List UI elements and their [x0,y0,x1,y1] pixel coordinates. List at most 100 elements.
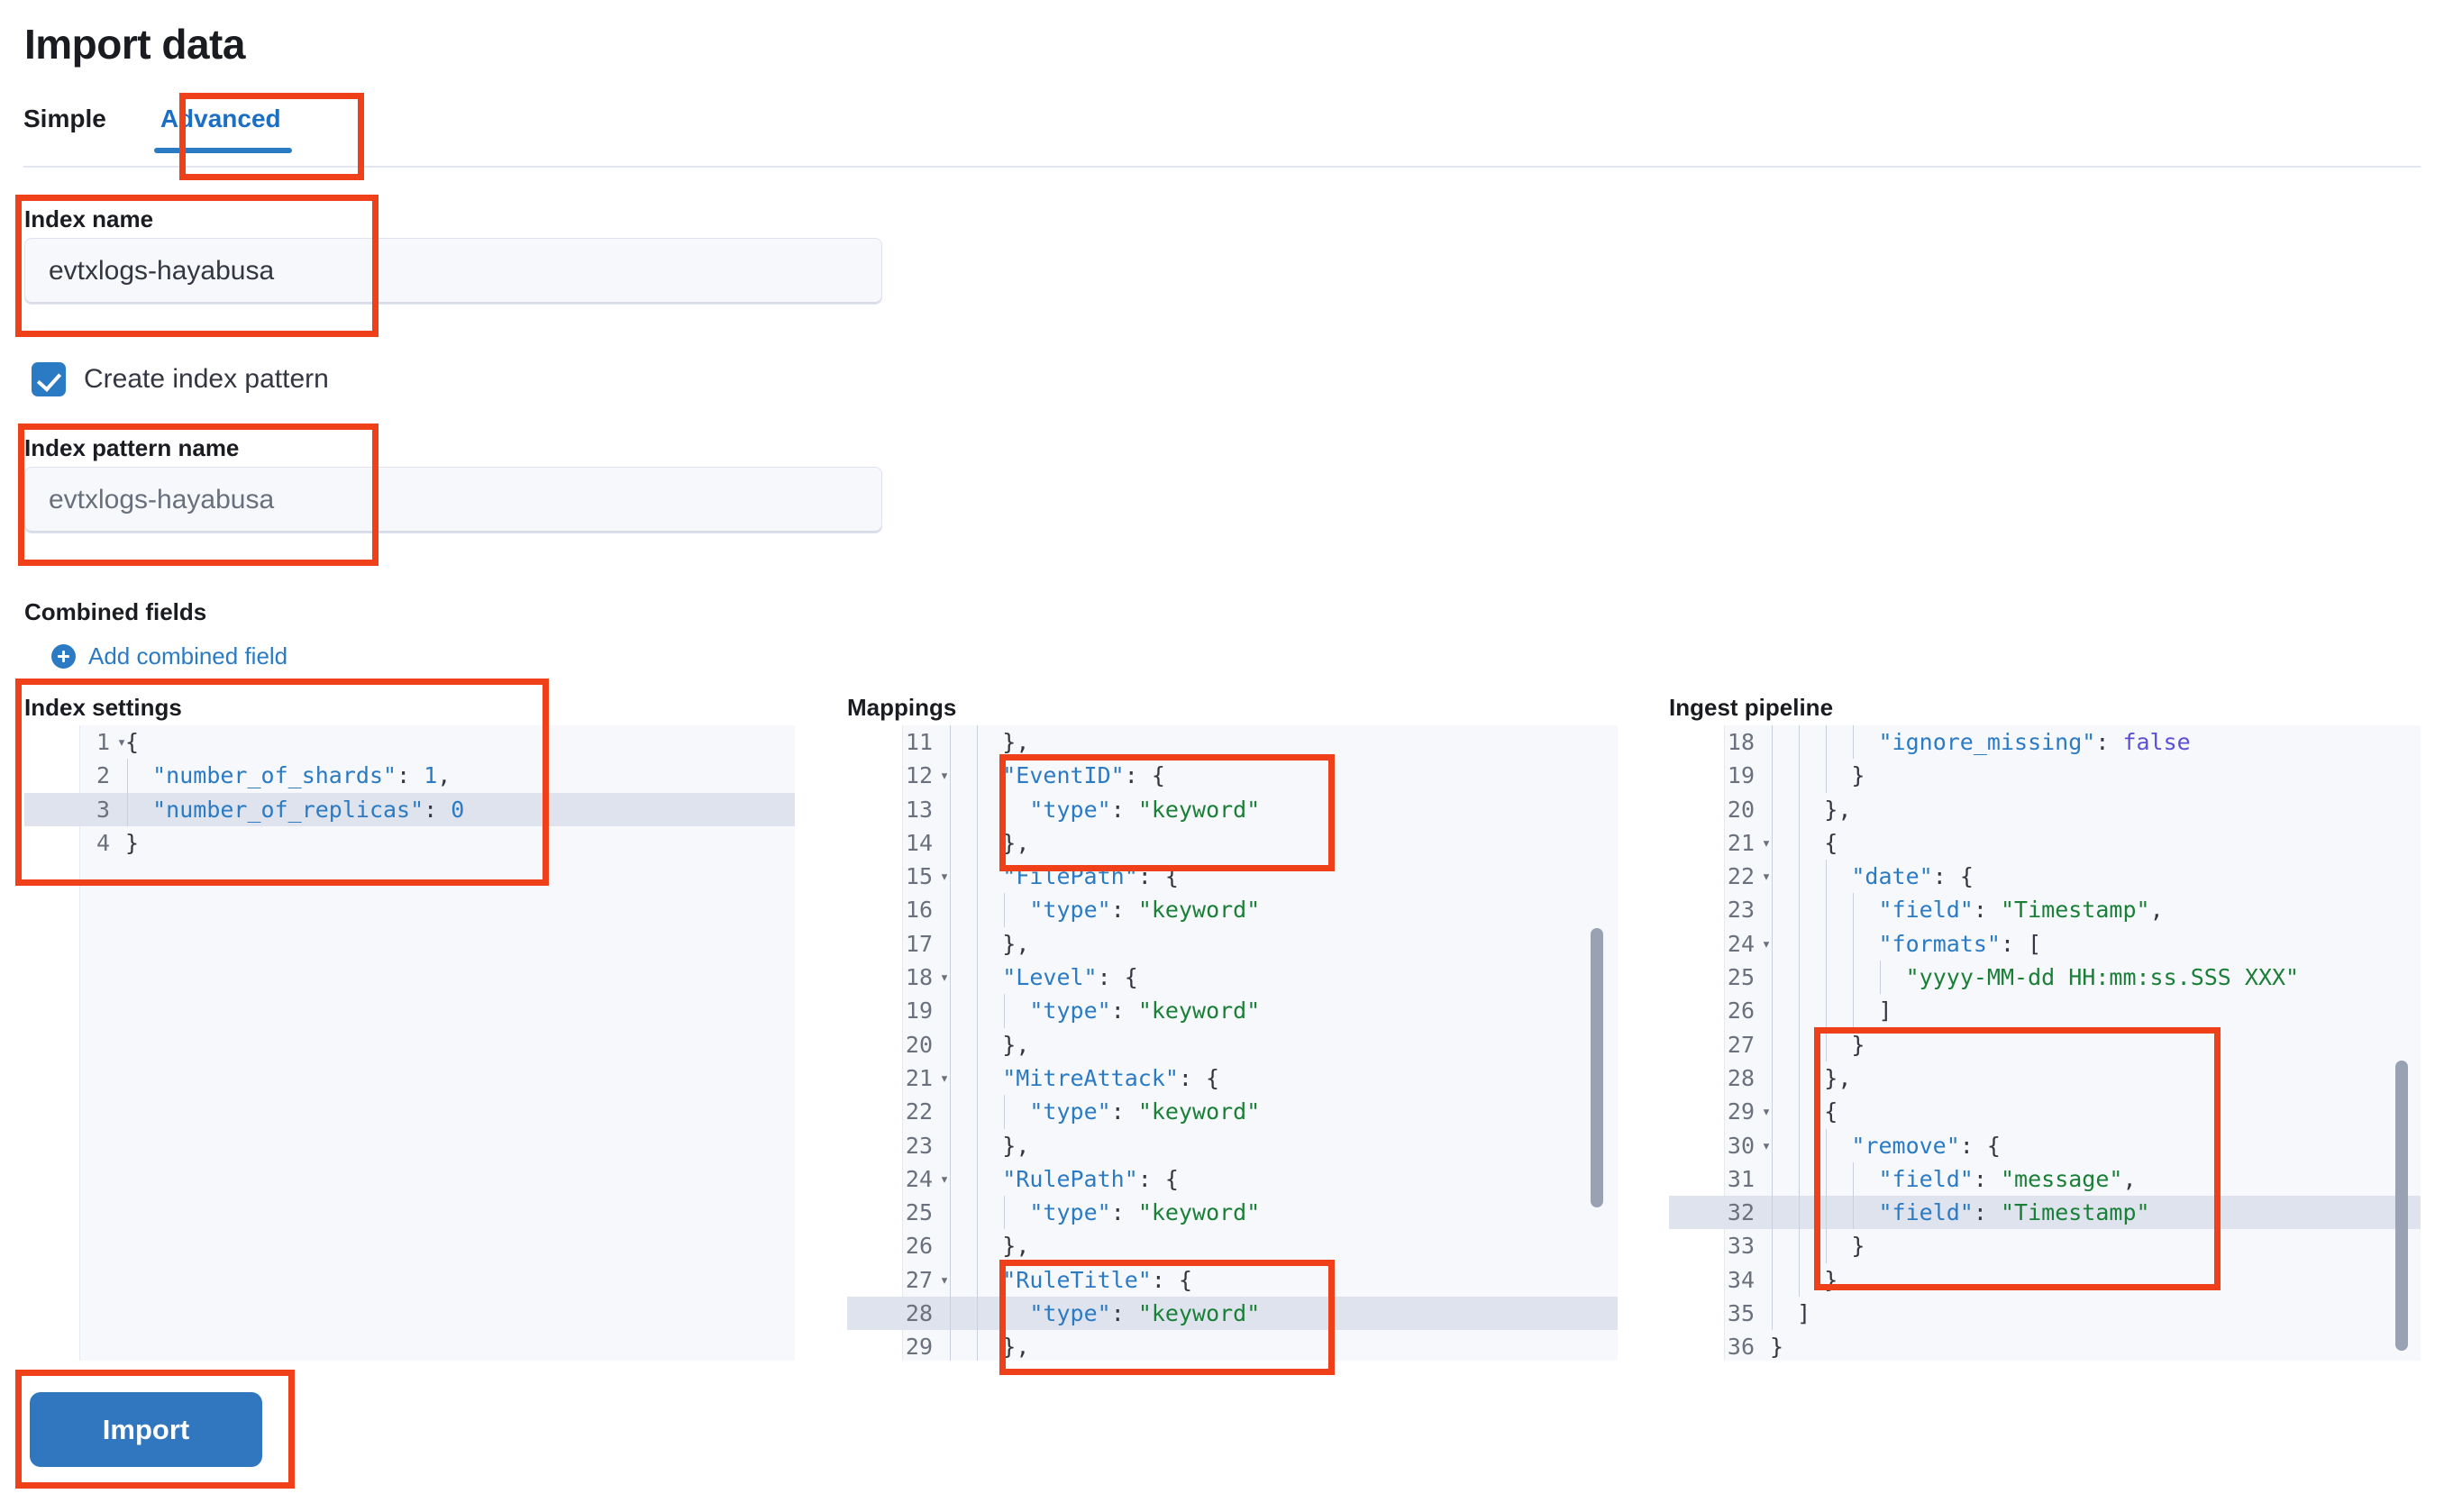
line-code: "RulePath": { [1002,1165,1179,1192]
fold-arrow-icon[interactable]: ▾ [939,1170,950,1189]
editor-lines: 11 },12▾ "EventID": {13 "type": "keyword… [847,725,1618,1361]
editor-line: 17 }, [847,926,1618,961]
line-code: "RuleTitle": { [1002,1266,1193,1293]
index-settings-editor[interactable]: 1▾{2 "number_of_shards": 1,3 "number_of_… [24,725,795,1361]
editor-line: 28 "type": "keyword" [847,1297,1618,1331]
create-index-pattern-row[interactable]: Create index pattern [32,362,329,396]
line-number: 25 [1727,964,1755,991]
editor-line: 25 "yyyy-MM-dd HH:mm:ss.SSS XXX" [1669,961,2421,995]
checkbox-checked-icon[interactable] [32,362,66,396]
editor-line: 28 }, [1669,1061,2421,1096]
line-code: } [1851,1233,1865,1260]
fold-arrow-icon[interactable]: ▾ [1761,934,1772,953]
editor-line: 24▾ "formats": [ [1669,926,2421,961]
line-code: }, [1002,1031,1030,1058]
line-code: }, [1824,1064,1852,1091]
fold-arrow-icon[interactable]: ▾ [939,767,950,786]
add-combined-field-button[interactable]: Add combined field [51,642,287,670]
line-number: 23 [1727,897,1755,924]
line-code: }, [1002,729,1030,755]
line-code: } [125,829,140,856]
fold-arrow-icon[interactable]: ▾ [1761,868,1772,887]
line-code: { [125,729,140,755]
line-number: 27 [1727,1031,1755,1058]
add-combined-field-label: Add combined field [88,642,288,669]
fold-arrow-icon[interactable]: ▾ [939,1069,950,1088]
fold-arrow-icon[interactable]: ▾ [1761,833,1772,852]
editor-lines: 1▾{2 "number_of_shards": 1,3 "number_of_… [24,725,795,860]
line-number: 4 [96,829,110,856]
mappings-scrollbar-thumb[interactable] [1591,928,1603,1207]
line-number: 12 [905,762,933,789]
line-number: 13 [905,796,933,823]
line-number: 31 [1727,1165,1755,1192]
editor-line: 23 }, [847,1128,1618,1162]
fold-arrow-icon[interactable]: ▾ [939,868,950,887]
ingest-pipeline-scrollbar-thumb[interactable] [2395,1061,2408,1351]
line-number: 20 [905,1031,933,1058]
combined-fields-label: Combined fields [24,598,207,625]
line-number: 25 [905,1199,933,1226]
line-number: 27 [905,1266,933,1293]
line-number: 36 [1727,1334,1755,1361]
line-number: 16 [905,897,933,924]
editor-line: 27 ▾ "RuleTitle": { [847,1262,1618,1298]
editor-line: 19 } [1669,759,2421,793]
editor-line: 27 } [1669,1027,2421,1061]
fold-arrow-icon[interactable]: ▾ [939,969,950,988]
line-number: 26 [905,1233,933,1260]
line-code: }, [1824,796,1852,823]
fold-arrow-icon[interactable]: ▾ [939,1271,950,1289]
index-name-input[interactable]: evtxlogs-hayabusa [24,238,882,305]
line-code: "type": "keyword" [1029,997,1261,1025]
tab-advanced[interactable]: Advanced [132,97,310,153]
line-code: "field": "Timestamp" [1878,1199,2150,1226]
import-button[interactable]: Import [30,1392,262,1467]
line-number: 34 [1727,1266,1755,1293]
page-title: Import data [24,21,245,68]
line-number: 29 [905,1334,933,1361]
line-number: 24 [905,1165,933,1192]
fold-arrow-icon[interactable]: ▾ [1761,1136,1772,1155]
editor-line: 24 ▾ "RulePath": { [847,1161,1618,1197]
editor-line: 18 "ignore_missing": false [1669,725,2421,760]
editor-line: 4} [24,826,795,860]
mappings-editor[interactable]: 11 },12▾ "EventID": {13 "type": "keyword… [847,725,1618,1361]
line-number: 19 [905,997,933,1025]
editor-line: 36} [1669,1330,2421,1361]
editor-line: 2 "number_of_shards": 1, [24,759,795,793]
fold-arrow-icon[interactable]: ▾ [1761,1103,1772,1122]
line-number: 11 [905,729,933,755]
line-code: "yyyy-MM-dd HH:mm:ss.SSS XXX" [1905,964,2300,991]
line-number: 29 [1727,1098,1755,1125]
index-settings-title: Index settings [24,694,182,721]
line-number: 28 [905,1300,933,1327]
line-code: }, [1002,829,1030,856]
create-index-pattern-label: Create index pattern [84,364,329,394]
line-number: 23 [905,1132,933,1159]
ingest-pipeline-title: Ingest pipeline [1669,694,1834,721]
plus-circle-icon [51,644,76,669]
line-code: "type": "keyword" [1029,897,1261,924]
editor-gutter [847,725,903,1361]
line-code: } [1770,1334,1784,1361]
editor-gutter [1669,725,1725,1361]
line-number: 1 [96,729,110,755]
editor-line: 30▾ "remove": { [1669,1128,2421,1162]
line-code: "field": "Timestamp", [1878,897,2164,924]
editor-line: 32 "field": "Timestamp" [1669,1196,2421,1230]
tab-simple[interactable]: Simple [23,105,106,132]
fold-arrow-icon[interactable]: ▾ [116,733,127,751]
line-code: "Level": { [1002,964,1138,991]
line-number: 33 [1727,1233,1755,1260]
line-code: "type": "keyword" [1029,796,1261,823]
line-code: } [1851,1031,1865,1058]
index-pattern-name-input[interactable]: evtxlogs-hayabusa [24,467,882,533]
line-number: 30 [1727,1132,1755,1159]
line-number: 17 [905,930,933,957]
line-code: "ignore_missing": false [1878,729,2191,755]
line-number: 19 [1727,762,1755,789]
